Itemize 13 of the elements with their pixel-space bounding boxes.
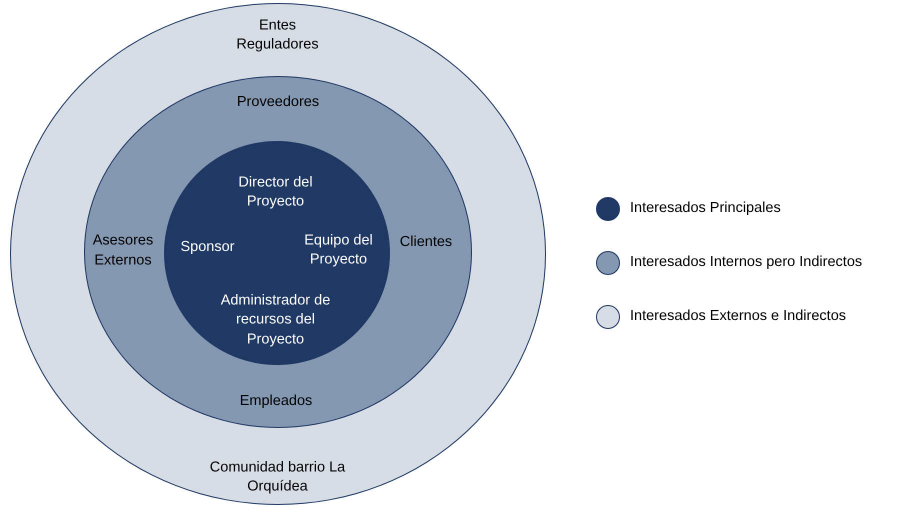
legend-label: Interesados Principales	[630, 200, 781, 216]
stakeholder-label: Sponsor	[179, 238, 236, 257]
stakeholder-label: Proveedores	[236, 93, 320, 112]
legend-label: Interesados Externos e Indirectos	[630, 308, 846, 324]
stakeholder-label: Equipo del Proyecto	[303, 230, 374, 270]
stakeholder-label: Clientes	[398, 233, 454, 252]
stakeholder-label: Asesores Externos	[92, 231, 154, 270]
stakeholder-label: Administrador de recursos del Proyecto	[220, 291, 332, 350]
stakeholder-label: Entes Reguladores	[235, 16, 320, 54]
stakeholder-label: Comunidad barrio La Orquídea	[208, 458, 346, 496]
stakeholder-label: Director del Proyecto	[237, 172, 314, 212]
stakeholder-label: Empleados	[238, 392, 314, 412]
legend-label: Interesados Internos pero Indirectos	[630, 254, 862, 270]
